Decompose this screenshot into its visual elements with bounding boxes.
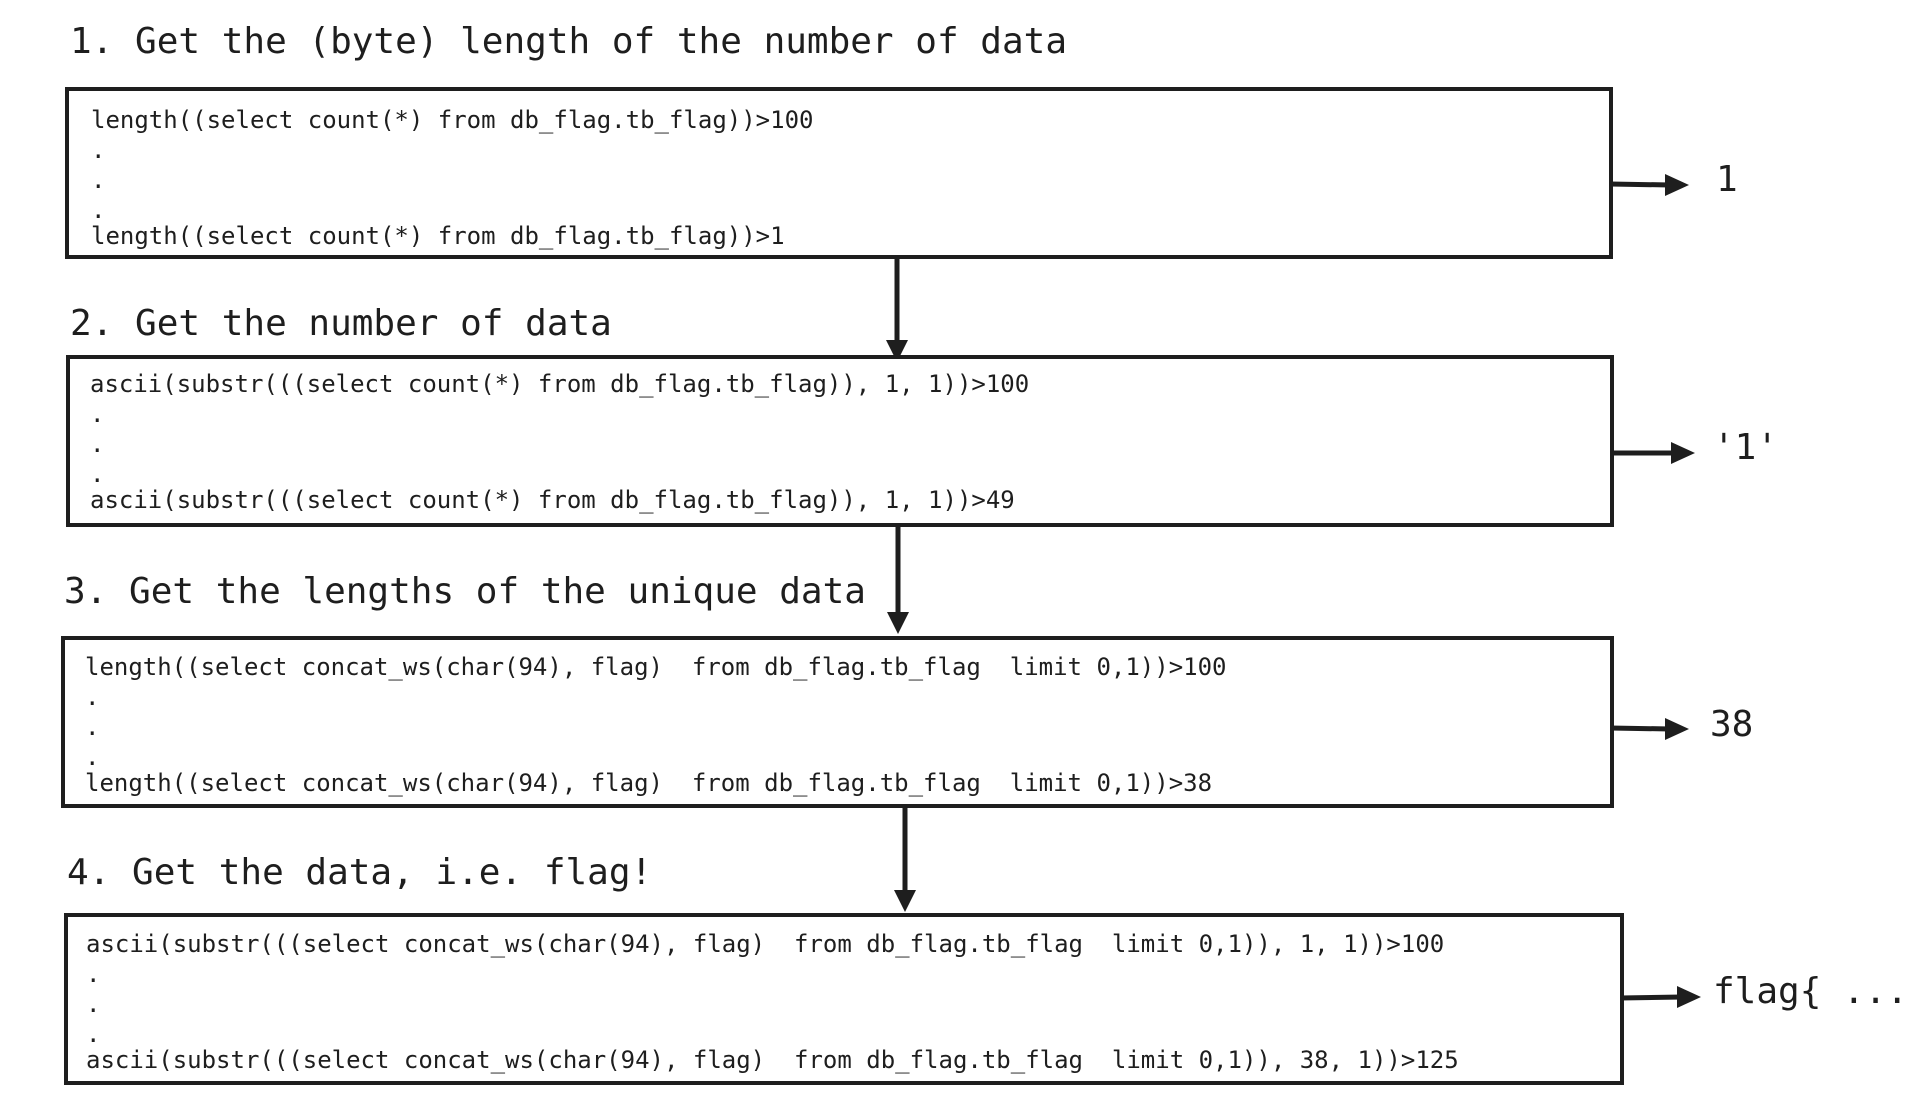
step-3-dot: .	[85, 743, 100, 771]
step-3-result: 38	[1710, 704, 1754, 745]
step-4-query-box: ascii(substr(((select concat_ws(char(94)…	[64, 913, 1624, 1085]
result-arrow-1	[1607, 174, 1689, 196]
result-arrow-3	[1607, 718, 1689, 740]
step-2-heading: 2. Get the number of data	[70, 303, 612, 344]
step-3-query-box: length((select concat_ws(char(94), flag)…	[61, 636, 1614, 808]
result-arrow-2	[1611, 442, 1695, 464]
step-1-last-query: length((select count(*) from db_flag.tb_…	[91, 222, 785, 250]
step-3-last-query: length((select concat_ws(char(94), flag)…	[85, 769, 1213, 797]
step-3-dot: .	[85, 683, 100, 711]
step-3-first-query: length((select concat_ws(char(94), flag)…	[85, 653, 1227, 681]
step-1-dot: .	[91, 196, 106, 224]
step-2-dot: .	[90, 400, 105, 428]
step-4-dot: .	[86, 960, 101, 988]
step-1-dot: .	[91, 166, 106, 194]
down-arrow-2-3	[887, 521, 909, 634]
step-4-first-query: ascii(substr(((select concat_ws(char(94)…	[86, 930, 1445, 958]
step-1-query-box: length((select count(*) from db_flag.tb_…	[65, 87, 1613, 259]
step-4-dot: .	[86, 1020, 101, 1048]
step-3-heading: 3. Get the lengths of the unique data	[64, 571, 866, 612]
step-4-last-query: ascii(substr(((select concat_ws(char(94)…	[86, 1046, 1459, 1074]
step-2-first-query: ascii(substr(((select count(*) from db_f…	[90, 370, 1030, 398]
result-arrow-4	[1617, 986, 1701, 1008]
down-arrow-1-2	[886, 254, 908, 362]
step-2-query-box: ascii(substr(((select count(*) from db_f…	[66, 355, 1614, 527]
step-4-heading: 4. Get the data, i.e. flag!	[67, 852, 653, 893]
step-2-dot: .	[90, 460, 105, 488]
step-2-last-query: ascii(substr(((select count(*) from db_f…	[90, 486, 1015, 514]
down-arrow-3-4	[894, 802, 916, 912]
step-1-dot: .	[91, 136, 106, 164]
step-4-result: flag{ ... }	[1713, 971, 1909, 1012]
step-2-result: '1'	[1713, 427, 1779, 468]
step-2-dot: .	[90, 430, 105, 458]
step-3-dot: .	[85, 713, 100, 741]
step-4-dot: .	[86, 990, 101, 1018]
step-1-heading: 1. Get the (byte) length of the number o…	[70, 21, 1067, 62]
step-1-result: 1	[1716, 159, 1738, 200]
step-1-first-query: length((select count(*) from db_flag.tb_…	[91, 106, 814, 134]
